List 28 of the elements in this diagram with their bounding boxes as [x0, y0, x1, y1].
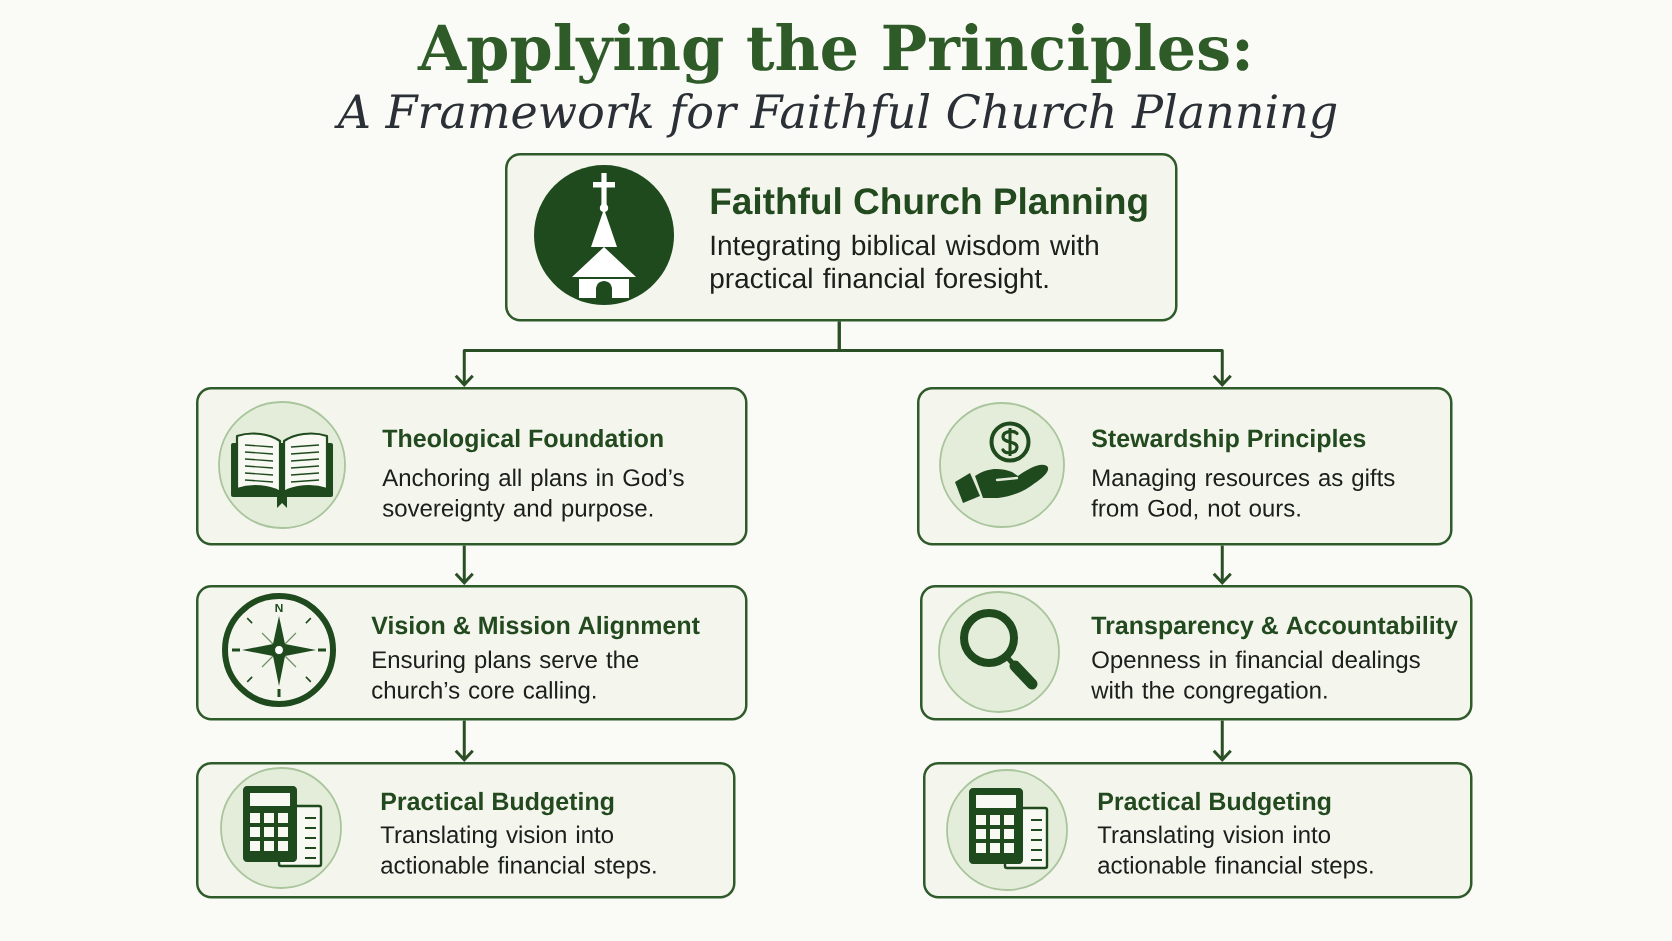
arrow [1212, 720, 1232, 762]
card-description: Managing resources as gifts from God, not ours. [1091, 468, 1395, 520]
arrow [454, 720, 474, 762]
info-card [196, 762, 736, 899]
title: Applying the Principles: [417, 22, 1249, 84]
card-description: Translating vision into actionable financial steps. [1097, 825, 1373, 879]
arrow [837, 321, 1232, 387]
info-card [196, 585, 748, 721]
card-description: Openness in financial dealings with the congregation. [1091, 650, 1420, 704]
card-description: Ensuring plans serve the church’s core calling. [372, 650, 639, 704]
card-title: Faithful Church Planning [711, 187, 1147, 222]
arrow [454, 545, 474, 585]
info-card [505, 153, 1178, 322]
card-title: Vision & Mission Alignment [371, 615, 700, 640]
card-title: Transparency & Accountability [1091, 615, 1458, 640]
info-card [917, 387, 1453, 546]
card-title: Stewardship Principles [1091, 428, 1366, 453]
card-title: Practical Budgeting [381, 791, 614, 816]
card-title: Theological Foundation [382, 428, 663, 453]
info-card [923, 762, 1473, 899]
info-card [196, 387, 748, 546]
card-description: Translating vision into actionable financial steps. [380, 825, 656, 879]
compass-letter: N [275, 603, 283, 613]
card-description: Anchoring all plans in God’s sovereignty and purpose. [382, 468, 684, 522]
card-title: Practical Budgeting [1098, 791, 1331, 816]
info-card [920, 585, 1473, 721]
card-description: Integrating biblical wisdom with practical financial foresight. [711, 234, 1098, 294]
arrow [1212, 545, 1232, 585]
